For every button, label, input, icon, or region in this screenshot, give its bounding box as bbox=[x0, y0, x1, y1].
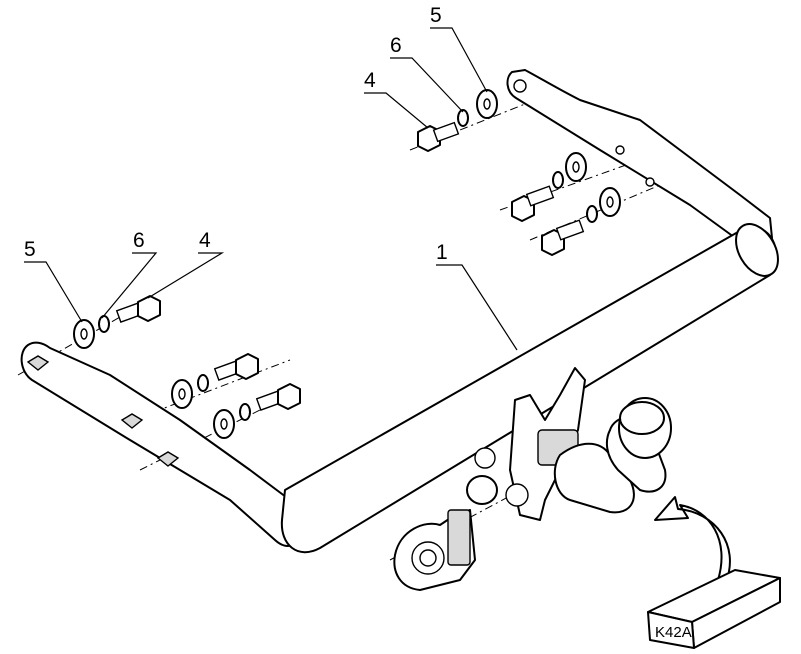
bracket-nut bbox=[120, 413, 144, 429]
cross-bar bbox=[280, 223, 779, 554]
bolt-set-right-lower bbox=[541, 187, 621, 256]
model-box: K42A bbox=[647, 569, 781, 649]
bracket-hole bbox=[513, 79, 527, 93]
callout-label: 1 bbox=[436, 241, 448, 264]
bracket-hole bbox=[645, 177, 655, 187]
callout-label: 4 bbox=[364, 69, 376, 92]
bolt-set-left-lower bbox=[213, 383, 301, 439]
leader-lines bbox=[24, 27, 518, 351]
model-label: K42A bbox=[655, 624, 692, 641]
socket-plate bbox=[393, 509, 476, 591]
mount-bolt-head bbox=[474, 447, 496, 469]
callout-label: 5 bbox=[430, 4, 442, 27]
bolt-set-left-middle bbox=[171, 353, 259, 409]
tow-ball-assembly bbox=[466, 367, 672, 521]
mount-bolt-head bbox=[505, 483, 529, 507]
callout-label: 6 bbox=[390, 34, 402, 57]
bolt-set-right-middle bbox=[511, 152, 587, 222]
bracket-hole bbox=[615, 145, 625, 155]
callout-label: 6 bbox=[133, 229, 145, 252]
callout-label: 4 bbox=[199, 229, 211, 252]
right-side-bracket bbox=[506, 69, 773, 252]
callout-label: 5 bbox=[24, 238, 36, 261]
bracket-nut bbox=[26, 355, 50, 371]
bolt-set-left-upper bbox=[73, 295, 161, 349]
socket-plug bbox=[466, 475, 498, 505]
curved-arrow-icon bbox=[654, 496, 731, 583]
bracket-nut bbox=[156, 451, 180, 467]
bolt-set-top bbox=[417, 89, 498, 152]
